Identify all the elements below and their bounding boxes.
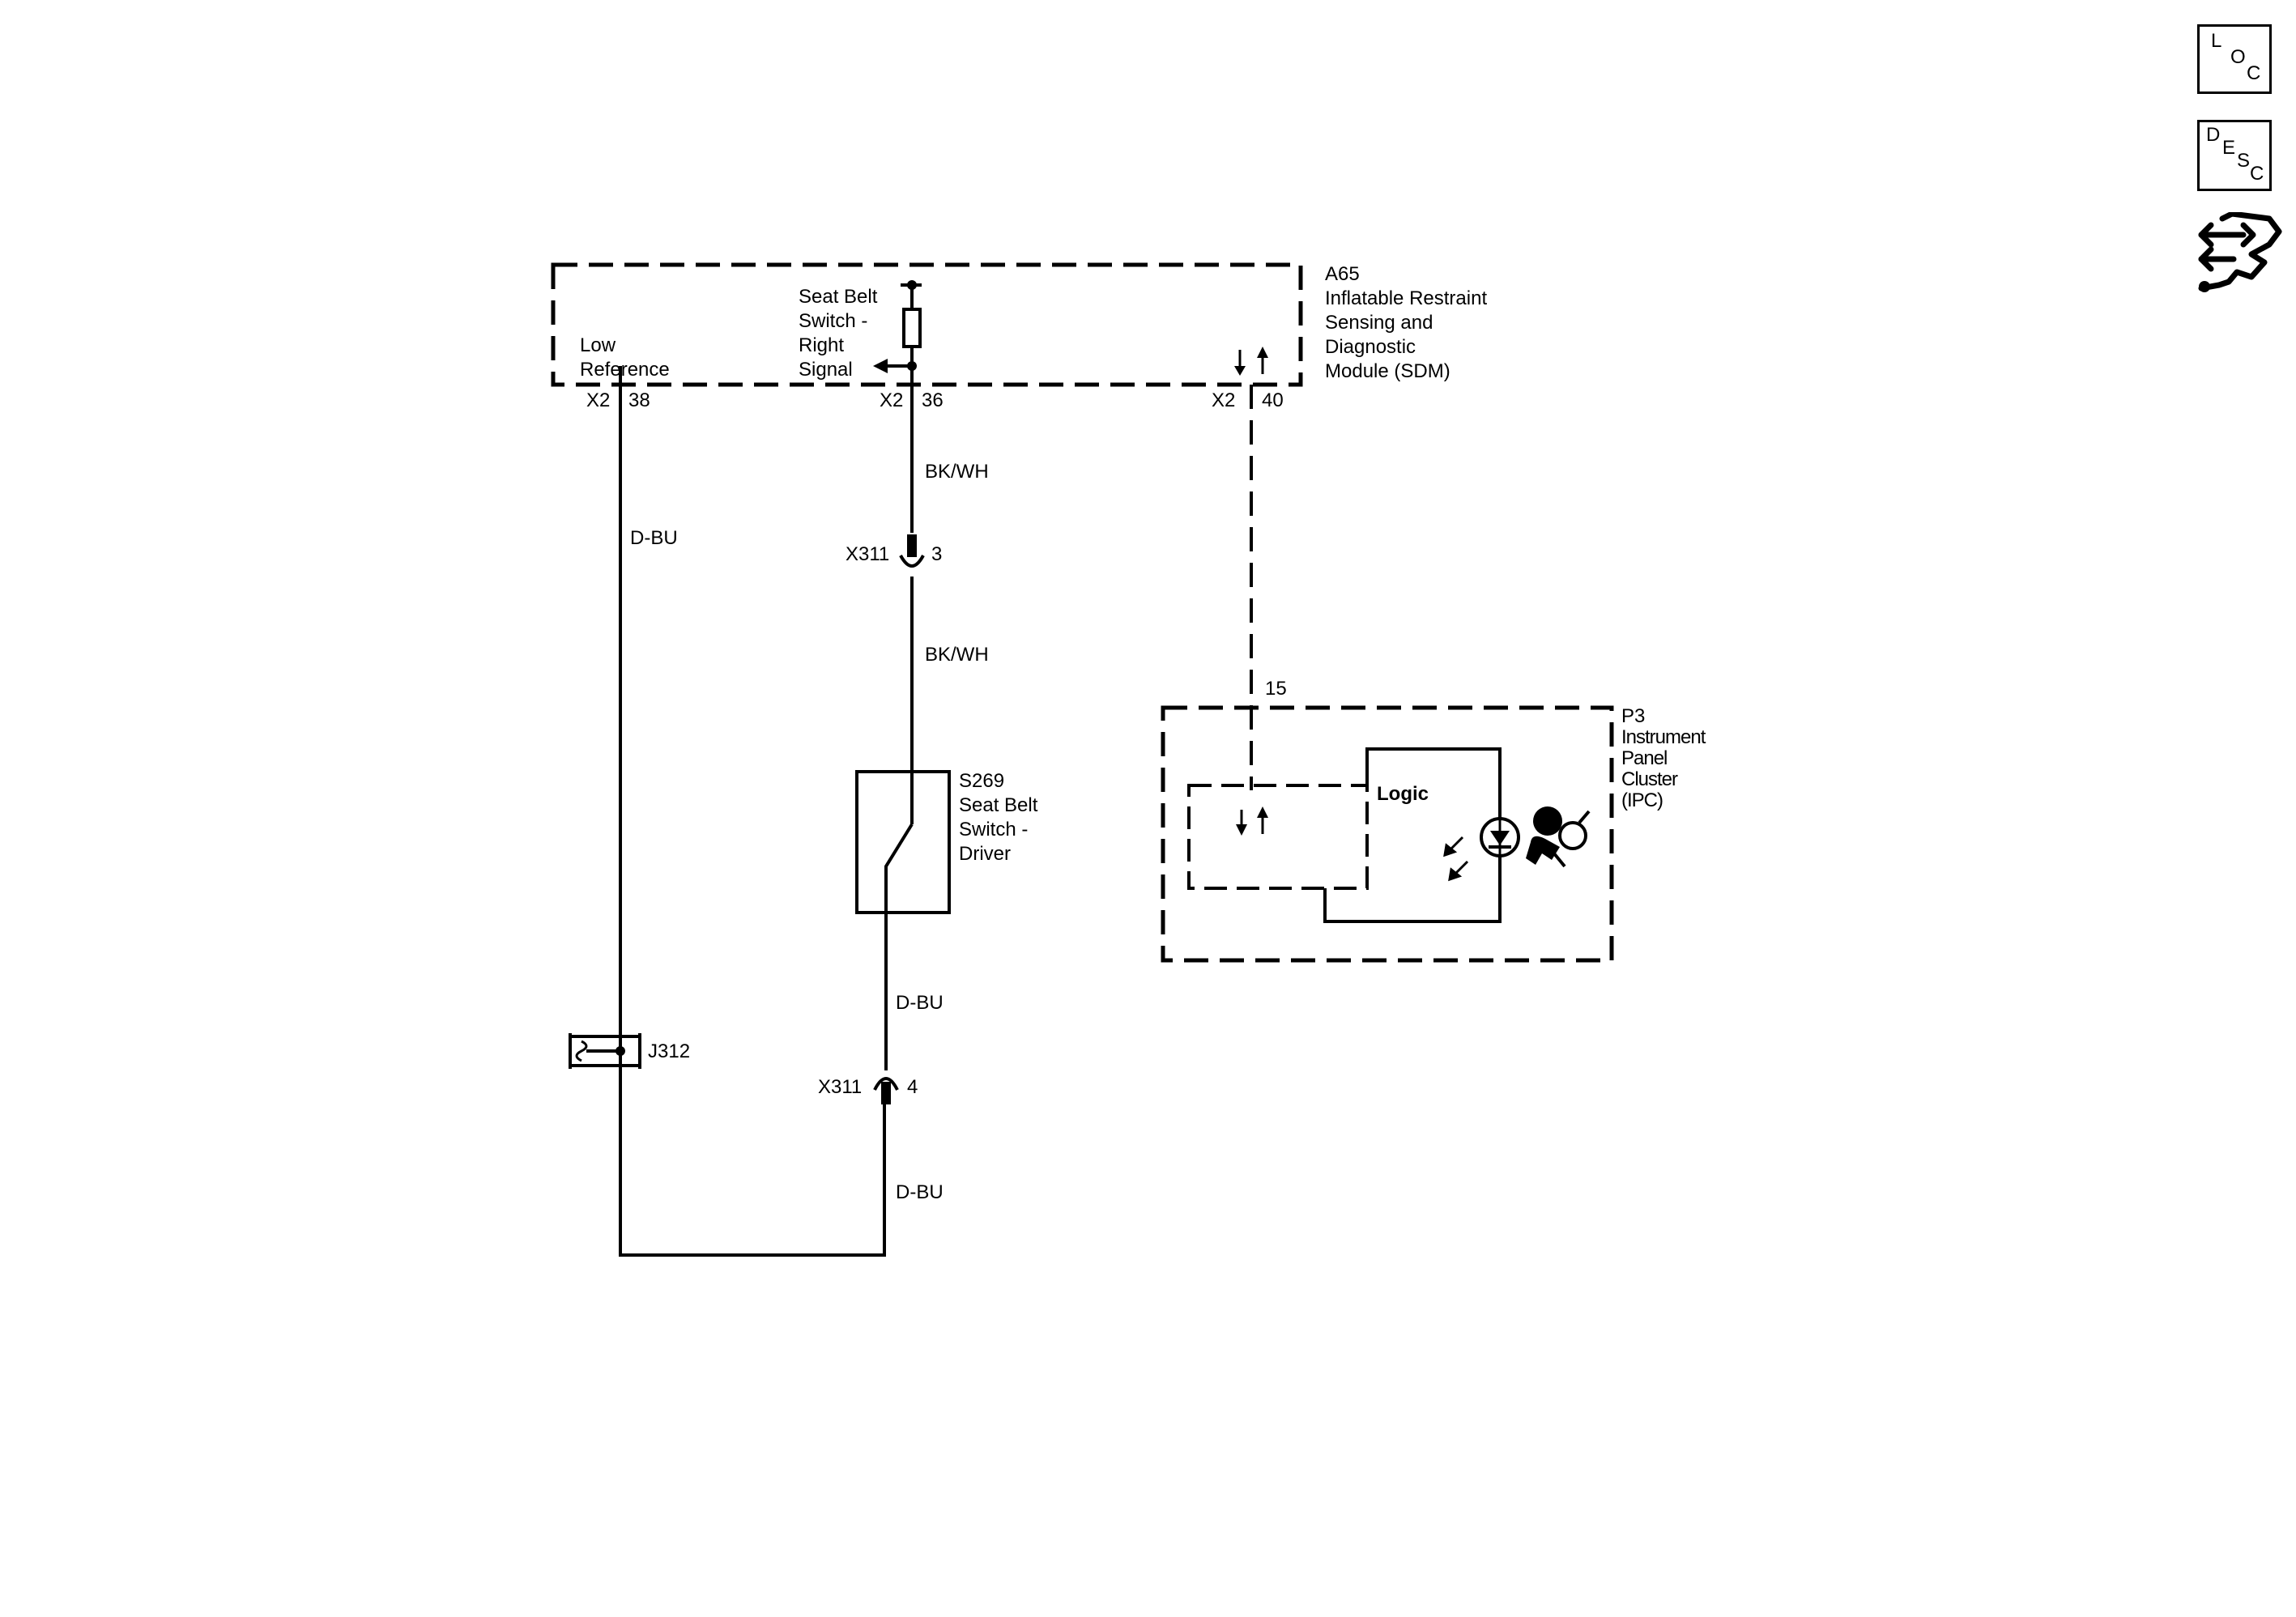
ipc-serial-interface [1187, 784, 1369, 890]
wire-36-lower-color: BK/WH [925, 644, 989, 666]
sdm-signal-arrow [873, 359, 888, 373]
a65-module-box [551, 262, 1303, 387]
s269-line3: Switch - [959, 819, 1028, 840]
p3-module-box [1161, 705, 1614, 963]
ipc-logic-label: Logic [1377, 783, 1429, 805]
desc-letter-d: D [2206, 124, 2221, 146]
p3-name-line3: Cluster [1621, 768, 1678, 790]
s269-line2: Seat Belt [959, 794, 1038, 816]
right-signal-line1: Seat Belt [799, 286, 878, 308]
p3-id: P3 [1621, 705, 1645, 727]
wire-38-color: D-BU [630, 527, 678, 549]
loc-letter-l: L [2211, 30, 2222, 52]
pin-38-number: 38 [628, 389, 650, 411]
led-emission-arrows [1443, 836, 1469, 882]
airbag-warning-icon [1526, 806, 1591, 868]
right-signal-line2: Switch - [799, 310, 867, 332]
p3-name-line1: Instrument [1621, 726, 1706, 748]
airbag-indicator-led [1480, 817, 1520, 857]
loc-button[interactable]: L O C [2197, 24, 2272, 94]
desc-button[interactable]: D E S C [2197, 120, 2272, 191]
a65-id: A65 [1325, 263, 1360, 285]
p3-pin-15: 15 [1265, 678, 1287, 700]
low-reference-line2: Reference [580, 359, 670, 381]
pin-38-connector: X2 [586, 389, 610, 411]
wire-x311-lower-color: D-BU [896, 1181, 944, 1203]
a65-name-line3: Diagnostic [1325, 336, 1416, 358]
x311-b-id: X311 [818, 1076, 862, 1098]
x311-b-pin: 4 [907, 1076, 918, 1098]
sdm-pullup-top-node [907, 280, 917, 290]
pin-40-number: 40 [1262, 389, 1284, 411]
desc-letter-e: E [2222, 137, 2236, 159]
j312-id: J312 [648, 1040, 690, 1062]
j312-splice-pack [569, 1033, 641, 1069]
s269-line4: Driver [959, 843, 1011, 865]
loc-letter-o: O [2230, 46, 2246, 68]
wire-36-upper-color: BK/WH [925, 461, 989, 483]
x311-pin-3-connector [899, 534, 925, 568]
ipc-serial-data-icon [1236, 806, 1268, 836]
s269-switch-body [855, 770, 951, 914]
desc-letter-c: C [2250, 163, 2264, 185]
connector-end-view-icon[interactable] [2195, 211, 2284, 293]
pin-40-connector: X2 [1212, 389, 1235, 411]
p3-name-line4: (IPC) [1621, 789, 1663, 811]
p3-name-line2: Panel [1621, 747, 1667, 769]
wire-d-bu-38 [619, 366, 886, 1257]
sdm-serial-data-icon [1234, 347, 1268, 376]
a65-name-line2: Sensing and [1325, 312, 1433, 334]
a65-name-line4: Module (SDM) [1325, 360, 1450, 382]
pin-36-number: 36 [922, 389, 944, 411]
x311-pin-4-connector [873, 1077, 899, 1104]
x311-a-pin: 3 [931, 543, 942, 565]
ipc-logic-block [1323, 747, 1502, 923]
desc-letter-s: S [2237, 150, 2251, 172]
wire-s269-lower-color: D-BU [896, 992, 944, 1014]
pin-36-connector: X2 [880, 389, 903, 411]
switch-blade [884, 823, 914, 1070]
sdm-pullup-resistor [886, 283, 922, 368]
low-reference-line1: Low [580, 334, 616, 356]
x311-a-id: X311 [846, 543, 889, 565]
j312-splice-node [616, 1046, 625, 1056]
loc-letter-c: C [2247, 62, 2261, 84]
right-signal-line3: Right [799, 334, 844, 356]
s269-line1: S269 [959, 770, 1004, 792]
right-signal-line4: Signal [799, 359, 853, 381]
a65-name-line1: Inflatable Restraint [1325, 287, 1487, 309]
